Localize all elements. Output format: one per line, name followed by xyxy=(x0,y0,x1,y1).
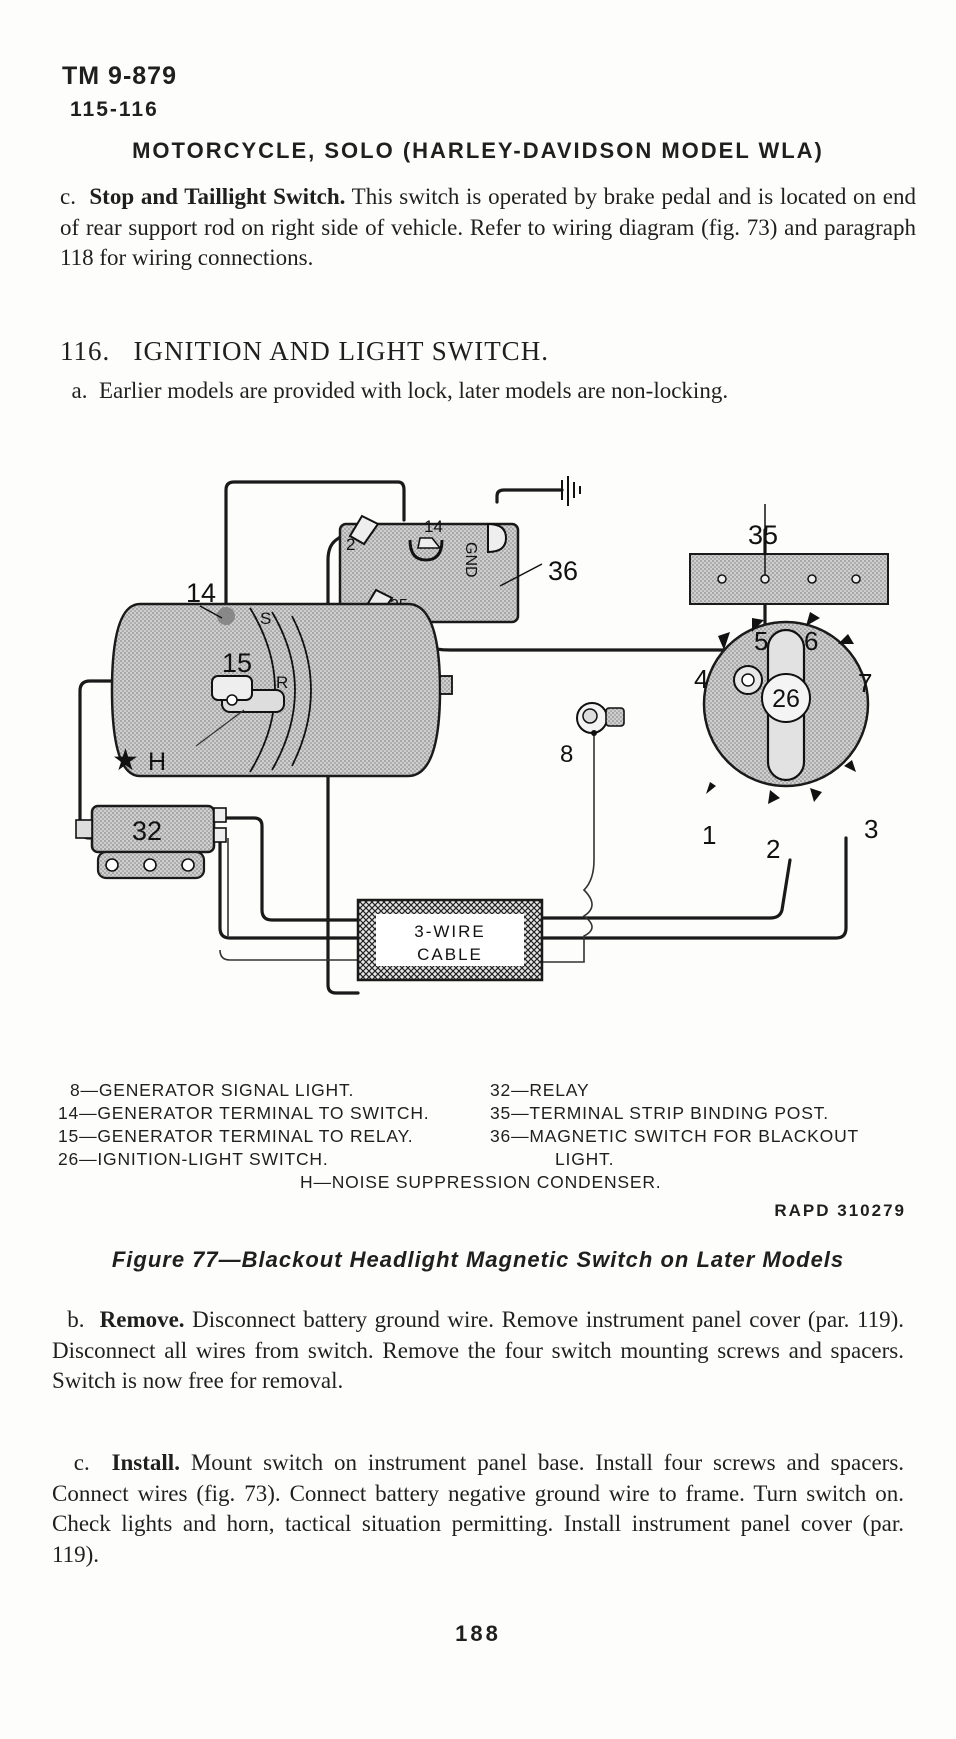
section-heading: 116. IGNITION AND LIGHT SWITCH. xyxy=(60,336,549,367)
cable-label-line1: 3-WIRE xyxy=(414,922,486,941)
terminal-14-label: 14 xyxy=(424,517,443,536)
legend-item-36-cont: LIGHT. xyxy=(555,1149,615,1169)
wiring-diagram: 2 14 35 GND 36 35 14 S 15 R ★ H xyxy=(75,476,889,995)
switch-terminal-3: 3 xyxy=(864,814,878,844)
paragraph-115c: c. Stop and Taillight Switch. This switc… xyxy=(60,182,916,274)
para-label: c. xyxy=(60,184,76,209)
para-heading: Install. xyxy=(111,1450,180,1475)
terminal-2-label: 2 xyxy=(346,535,355,554)
page-number: 188 xyxy=(455,1621,501,1646)
section-title: IGNITION AND LIGHT SWITCH. xyxy=(133,336,549,366)
legend-item-h: H—NOISE SUPPRESSION CONDENSER. xyxy=(300,1172,662,1192)
legend-item-14: 14—GENERATOR TERMINAL TO SWITCH. xyxy=(58,1103,430,1123)
running-head: MOTORCYCLE, SOLO (HARLEY-DAVIDSON MODEL … xyxy=(132,138,824,163)
switch-terminal-2: 2 xyxy=(766,834,780,864)
callout-26: 26 xyxy=(772,685,800,713)
callout-15: 15 xyxy=(222,648,252,678)
star-icon: ★ xyxy=(112,743,139,778)
switch-terminal-1: 1 xyxy=(702,820,716,850)
figure-caption: Figure 77—Blackout Headlight Magnetic Sw… xyxy=(111,1247,845,1272)
para-label: a. xyxy=(71,378,88,403)
legend-item-26: 26—IGNITION-LIGHT SWITCH. xyxy=(58,1149,329,1169)
callout-14: 14 xyxy=(186,578,216,608)
para-text: Mount switch on instrument panel base. I… xyxy=(52,1450,905,1567)
paragraph-116a: a. Earlier models are provided with lock… xyxy=(60,376,916,407)
label-s: S xyxy=(260,609,271,628)
thin-wires xyxy=(219,732,595,963)
switch-terminal-6: 6 xyxy=(804,626,818,656)
label-r: R xyxy=(276,673,288,692)
para-text: This switch is operated by brake pedal a… xyxy=(60,184,916,270)
callout-35: 35 xyxy=(748,520,778,550)
legend-item-15: 15—GENERATOR TERMINAL TO RELAY. xyxy=(58,1126,414,1146)
section-number: 116. xyxy=(60,336,111,366)
paragraph-116c: c. Install. Mount switch on instrument p… xyxy=(52,1448,904,1570)
ground-symbol-icon xyxy=(561,476,581,506)
legend-item-36: 36—MAGNETIC SWITCH FOR BLACKOUT xyxy=(490,1126,859,1146)
para-label: c. xyxy=(73,1450,90,1475)
paragraph-range: 115-116 xyxy=(70,98,159,121)
figure-code: RAPD 310279 xyxy=(774,1201,906,1220)
callout-32: 32 xyxy=(132,816,162,846)
terminal-strip-35 xyxy=(689,553,889,605)
paragraph-116b: b. Remove. Disconnect battery ground wir… xyxy=(52,1305,904,1397)
para-label: b. xyxy=(67,1307,85,1332)
signal-light-8 xyxy=(576,702,625,736)
callout-36: 36 xyxy=(548,556,578,586)
ignition-light-switch-26: 26 xyxy=(702,612,870,804)
para-text: Earlier models are provided with lock, l… xyxy=(98,378,729,403)
generator xyxy=(110,602,453,778)
legend-item-8: 8—GENERATOR SIGNAL LIGHT. xyxy=(70,1080,355,1100)
switch-terminal-5: 5 xyxy=(754,626,768,656)
para-heading: Stop and Taillight Switch. xyxy=(89,184,346,209)
legend-item-35: 35—TERMINAL STRIP BINDING POST. xyxy=(490,1103,829,1123)
cable-label-line2: CABLE xyxy=(417,945,483,964)
switch-terminal-7: 7 xyxy=(858,668,872,698)
callout-h: H xyxy=(148,748,166,776)
manual-number: TM 9-879 xyxy=(62,62,177,90)
callout-8: 8 xyxy=(560,741,573,768)
gnd-label: GND xyxy=(462,542,479,578)
para-text: Disconnect battery ground wire. Remove i… xyxy=(52,1307,905,1393)
three-wire-cable: 3-WIRE CABLE xyxy=(356,898,544,982)
legend-item-32: 32—RELAY xyxy=(490,1080,590,1100)
para-heading: Remove. xyxy=(99,1307,185,1332)
relay-32: 32 xyxy=(75,804,227,880)
switch-terminal-4: 4 xyxy=(694,664,708,694)
